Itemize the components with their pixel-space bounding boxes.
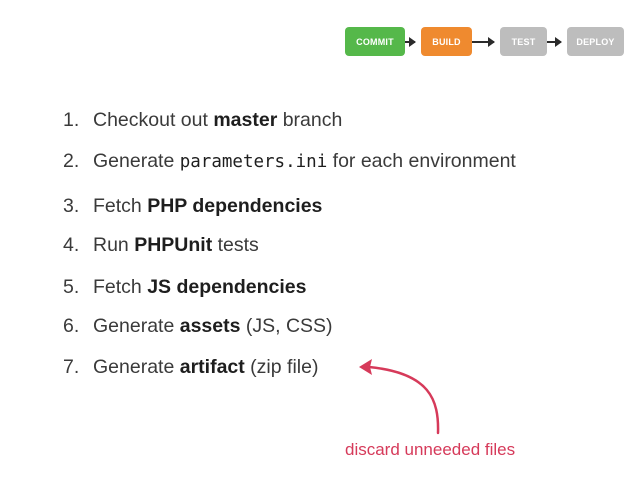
stage-commit: COMMIT <box>345 27 405 56</box>
step-number: 7. <box>63 356 80 378</box>
step-text: (zip file) <box>244 356 319 378</box>
step-text: Fetch <box>93 195 148 217</box>
step-code: parameters.ini <box>179 152 328 172</box>
step-emphasis: master <box>213 109 278 131</box>
step-number: 2. <box>63 150 80 172</box>
step-text: Run <box>93 234 135 256</box>
step-emphasis: artifact <box>179 356 245 378</box>
step-emphasis: JS dependencies <box>147 276 307 298</box>
stage-test: TEST <box>500 27 547 56</box>
callout-arrow-icon <box>359 359 440 435</box>
step-number: 3. <box>63 195 80 217</box>
stage-build: BUILD <box>421 27 472 56</box>
step-text: Checkout out <box>93 109 214 131</box>
step-number: 1. <box>63 109 80 131</box>
step-emphasis: PHP dependencies <box>147 195 323 217</box>
step-text: Generate <box>93 356 180 378</box>
step-item: 1. Checkout out master branch <box>63 108 342 132</box>
step-item: 6. Generate assets (JS, CSS) <box>63 314 333 338</box>
callout-note: discard unneeded files <box>345 440 516 459</box>
step-item: 4. Run PHPUnit tests <box>63 233 259 257</box>
step-number: 5. <box>63 276 80 298</box>
step-item: 2. Generate parameters.ini for each envir… <box>63 149 516 174</box>
step-number: 4. <box>63 234 80 256</box>
step-text: Generate <box>93 315 180 337</box>
pipeline-arrow <box>405 37 416 47</box>
step-text: (JS, CSS) <box>240 315 333 337</box>
step-emphasis: PHPUnit <box>134 234 213 256</box>
step-text: Generate <box>93 150 180 172</box>
step-text: branch <box>277 109 343 131</box>
step-emphasis: assets <box>179 315 241 337</box>
step-text: Fetch <box>93 276 148 298</box>
step-item: 3. Fetch PHP dependencies <box>63 194 322 218</box>
step-text: for each environment <box>327 150 516 172</box>
pipeline-arrow <box>547 37 562 47</box>
pipeline-diagram: COMMIT BUILD TEST DEPLOY <box>0 0 638 80</box>
step-item: 7. Generate artifact (zip file) <box>63 355 318 379</box>
step-text: tests <box>212 234 259 256</box>
step-item: 5. Fetch JS dependencies <box>63 275 307 299</box>
pipeline-arrow <box>472 37 495 47</box>
stage-deploy: DEPLOY <box>567 27 624 56</box>
step-number: 6. <box>63 315 80 337</box>
